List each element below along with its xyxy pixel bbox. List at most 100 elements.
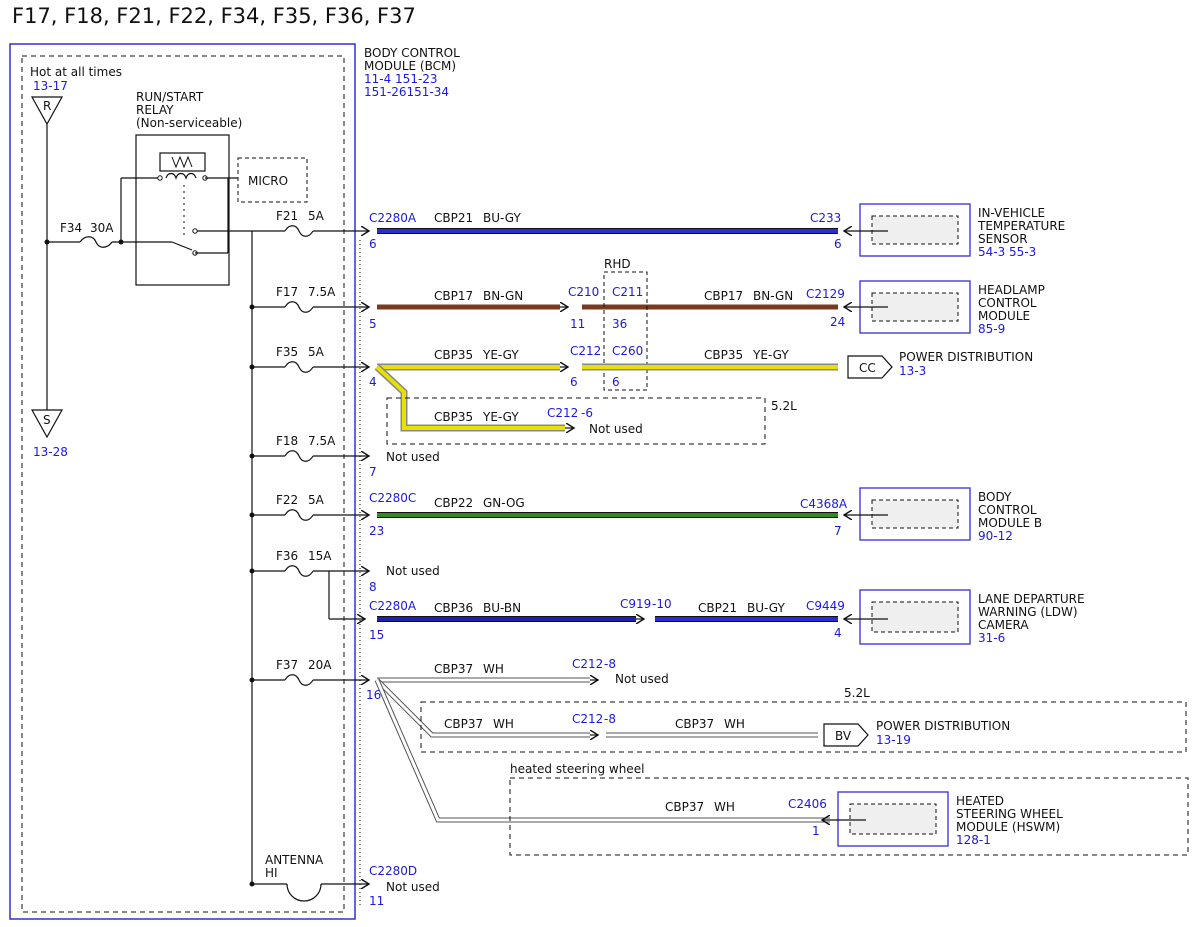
antenna-line1: ANTENNA xyxy=(265,853,324,867)
fuse-f17-icon xyxy=(284,301,314,313)
f17-circuit-a: CBP17 xyxy=(434,289,473,303)
f37-circuit-b2: CBP37 xyxy=(675,717,714,731)
f37-status-a: Not used xyxy=(615,672,669,686)
f36-circuit-a: CBP36 xyxy=(434,601,473,615)
f22-pin-right: 7 xyxy=(834,524,842,538)
rhd-box xyxy=(603,271,648,391)
fuse-f22-icon xyxy=(284,509,314,521)
f37-color-b1: WH xyxy=(493,717,514,731)
s-terminal-icon xyxy=(30,409,64,439)
fuse-f37-amps: 20A xyxy=(308,658,332,672)
bcm-name-line2: MODULE (BCM) xyxy=(364,59,456,73)
f37-dest-b: POWER DISTRIBUTION xyxy=(876,719,1010,733)
wire-cbp35-5-2l xyxy=(375,365,565,430)
f35-opt-color: YE-GY xyxy=(482,410,519,424)
relay-line3: (Non-serviceable) xyxy=(136,116,242,130)
cc-label: CC xyxy=(859,361,876,375)
antenna-status: Not used xyxy=(386,880,440,894)
f17-circuit-b: CBP17 xyxy=(704,289,743,303)
bv-label: BV xyxy=(835,729,852,743)
fuse-f22-name: F22 xyxy=(276,493,298,507)
f37-color-a: WH xyxy=(483,662,504,676)
f37-pin-b: -8 xyxy=(604,712,616,726)
fuse-f17-name: F17 xyxy=(276,285,298,299)
f17-conn-mid-b: C211 xyxy=(612,285,643,299)
in-vehicle-temp-sensor-label-3: SENSOR xyxy=(978,232,1028,246)
f35-color-b: YE-GY xyxy=(752,348,789,362)
f35-opt-conn: C212 xyxy=(547,406,578,420)
f22-conn-right: C4368A xyxy=(800,497,848,511)
headlamp-control-module-label-1: HEADLAMP xyxy=(978,283,1045,297)
f35-opt-status: Not used xyxy=(589,422,643,436)
bcm-refs-line1: 11-4 151-23 xyxy=(364,72,438,86)
bcm-refs-line2: 151-26151-34 xyxy=(364,85,449,99)
f37-color-c: WH xyxy=(714,800,735,814)
f35-dest-ref: 13-3 xyxy=(899,364,926,378)
f18-status: Not used xyxy=(386,450,440,464)
body-control-module-b-label-1: BODY xyxy=(978,490,1012,504)
r-letter: R xyxy=(43,99,51,113)
antenna-conn-left: C2280D xyxy=(369,864,417,878)
f17-pin-right: 24 xyxy=(830,315,845,329)
fuse-f35-name: F35 xyxy=(276,345,298,359)
f37-circuit-c: CBP37 xyxy=(665,800,704,814)
headlamp-control-module-label-2: CONTROL xyxy=(978,296,1037,310)
f36-color-a: BU-BN xyxy=(483,601,521,615)
f35-opt-pin: -6 xyxy=(581,406,593,420)
wire-cbp37-group xyxy=(374,677,830,823)
f22-conn-left: C2280C xyxy=(369,491,416,505)
f22-pin-left: 23 xyxy=(369,524,384,538)
fuse-f36-amps: 15A xyxy=(308,549,332,563)
fuse-f36-name: F36 xyxy=(276,549,298,563)
micro-label: MICRO xyxy=(248,174,288,188)
f21-conn-left: C2280A xyxy=(369,211,417,225)
f21-circuit: CBP21 xyxy=(434,211,473,225)
hot-ref: 13-17 xyxy=(33,79,68,93)
fuse-f34-icon xyxy=(79,236,113,248)
f35-pin-mid-a: 6 xyxy=(570,375,578,389)
f22-circuit: CBP22 xyxy=(434,496,473,510)
fuse-f21-amps: 5A xyxy=(308,209,325,223)
f22-color: GN-OG xyxy=(483,496,525,510)
relay-line1: RUN/START xyxy=(136,90,204,104)
f35-pin-mid-b: 6 xyxy=(612,375,620,389)
fuse-f35-icon xyxy=(284,361,314,373)
f17-pin-left: 5 xyxy=(369,317,377,331)
micro-box xyxy=(237,157,308,203)
antenna-link-icon xyxy=(286,883,322,902)
ldw-camera-label-1: LANE DEPARTURE xyxy=(978,592,1085,606)
f35-circuit-a: CBP35 xyxy=(434,348,473,362)
f17-conn-mid-a: C210 xyxy=(568,285,599,299)
f35-conn-mid-b: C260 xyxy=(612,344,643,358)
f36-circuit-b: CBP21 xyxy=(698,601,737,615)
f21-conn-right: C233 xyxy=(810,211,841,225)
rhd-label: RHD xyxy=(604,257,631,271)
hsw-option-box xyxy=(509,777,1189,856)
ldw-camera-ref: 31-6 xyxy=(978,631,1005,645)
f36-pin-right: 4 xyxy=(834,626,842,640)
f37-pin-c: 1 xyxy=(812,824,820,838)
in-vehicle-temp-sensor-label-1: IN-VEHICLE xyxy=(978,206,1045,220)
fuse-f18-icon xyxy=(284,450,314,462)
hswm-label-2: STEERING WHEEL xyxy=(956,807,1063,821)
ldw-camera-label-3: CAMERA xyxy=(978,618,1029,632)
f36-conn-mid: C919 xyxy=(620,597,651,611)
fuse-f21-name: F21 xyxy=(276,209,298,223)
f21-pin-left: 6 xyxy=(369,237,377,251)
fuse-f36-icon xyxy=(284,565,314,577)
f35-dest: POWER DISTRIBUTION xyxy=(899,350,1033,364)
ldw-camera-label-2: WARNING (LDW) xyxy=(978,605,1078,619)
f17-conn-right: C2129 xyxy=(806,287,845,301)
page-title: F17, F18, F21, F22, F34, F35, F36, F37 xyxy=(12,4,416,28)
f17-pin-mid-a: 11 xyxy=(570,317,585,331)
f35-circuit-b: CBP35 xyxy=(704,348,743,362)
f37-conn-c: C2406 xyxy=(788,797,827,811)
f35-color-a: YE-GY xyxy=(482,348,519,362)
f17-color-a: BN-GN xyxy=(483,289,523,303)
f21-color: BU-GY xyxy=(483,211,521,225)
s-letter: S xyxy=(43,413,51,427)
f37-circuit-b1: CBP37 xyxy=(444,717,483,731)
